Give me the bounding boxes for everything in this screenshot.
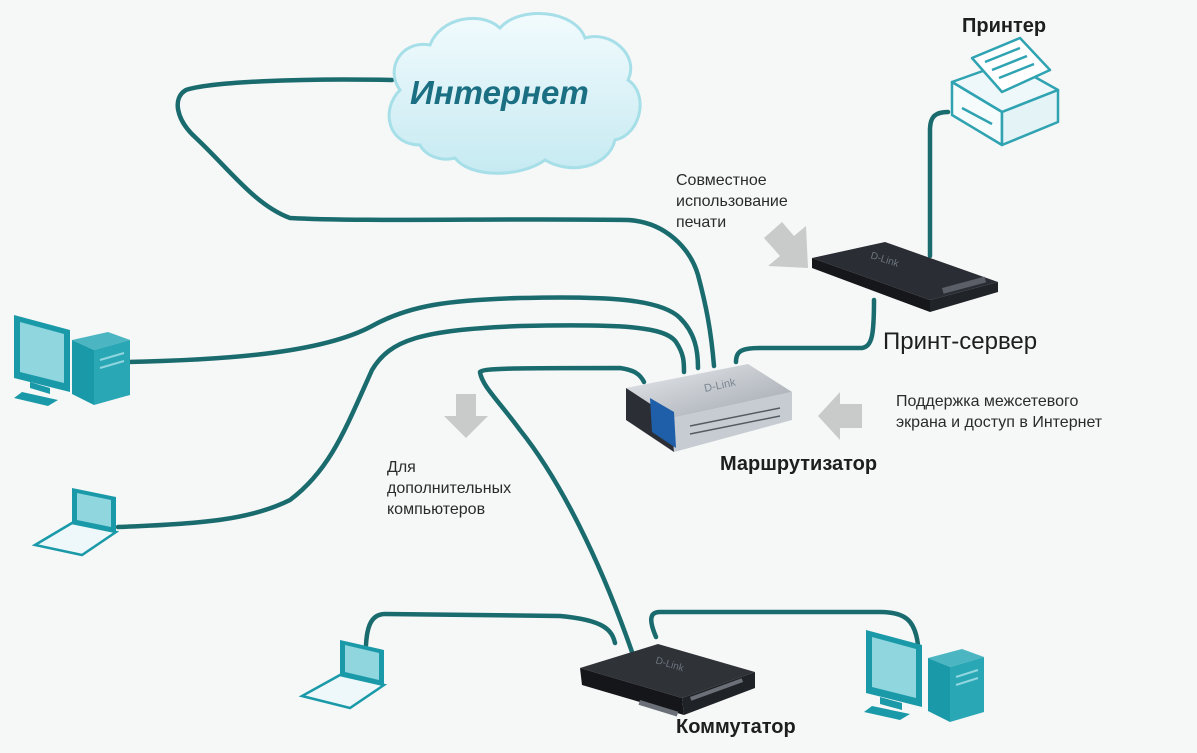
cables [115, 77, 951, 655]
arrow-print-sharing [764, 222, 808, 268]
cable-internet-router [175, 77, 717, 369]
router-device: D-Link [626, 364, 792, 452]
cable-router-printserver [733, 297, 877, 365]
print-sharing-label: Совместное использование печати [676, 172, 788, 231]
desktop-computer-right [864, 630, 984, 722]
arrow-firewall [818, 392, 862, 440]
printer-icon [950, 36, 1060, 147]
switch-device: D-Link [580, 644, 755, 717]
print-server-device: D-Link [812, 242, 998, 312]
cable-printserver-printer [927, 109, 951, 259]
laptop-bottom [298, 640, 388, 710]
laptop-left [31, 488, 120, 557]
cable-switch-router [477, 365, 647, 655]
printer-label: Принтер [962, 15, 1047, 37]
cable-desktop-router [125, 295, 701, 371]
cable-switch-laptop [363, 611, 618, 648]
additional-computers-label: Для дополнительных компьютеров [387, 459, 512, 518]
router-label: Маршрутизатор [720, 453, 878, 475]
internet-label: Интернет [410, 74, 589, 111]
desktop-computer-left [14, 315, 130, 406]
switch-label: Коммутатор [676, 716, 796, 738]
cable-switch-desktop [649, 609, 921, 648]
print-server-label: Принт-сервер [883, 328, 1038, 355]
arrow-additional [444, 394, 488, 438]
cable-laptop-router [115, 323, 687, 530]
firewall-support-label: Поддержка межсетевого экрана и доступ в … [896, 393, 1103, 431]
internet-cloud [387, 12, 642, 175]
